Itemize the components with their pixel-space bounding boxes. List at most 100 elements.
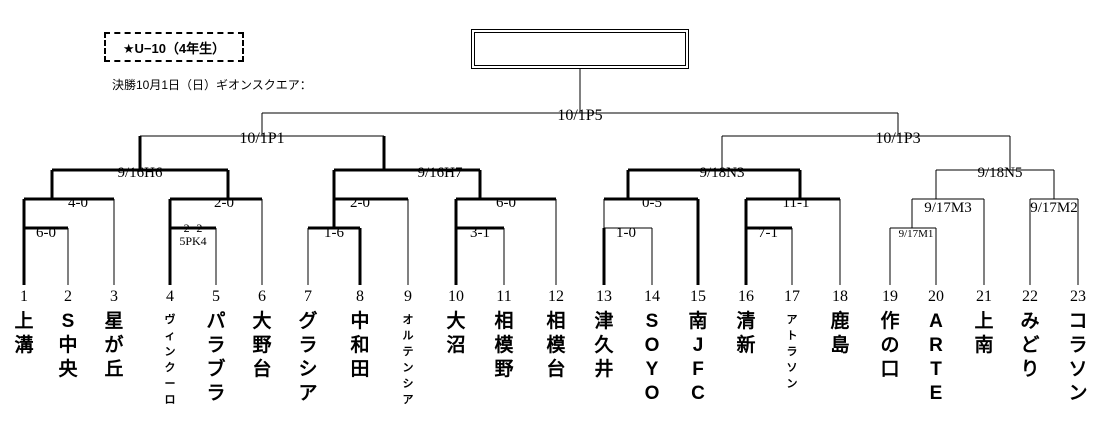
- team-name-char: 星: [104, 311, 124, 332]
- seed-number-3: 3: [110, 288, 118, 305]
- team-name-char: 久: [594, 335, 614, 356]
- team-name-char: ロ: [164, 394, 176, 406]
- team-name-char: ソ: [1068, 359, 1088, 380]
- team-name-char: ソ: [786, 362, 798, 374]
- match-label-n3: 9/18N3: [699, 165, 745, 181]
- seed-number-21: 21: [976, 288, 992, 305]
- team-name-22[interactable]: みどり: [1017, 310, 1043, 382]
- team-name-char: の: [880, 335, 900, 356]
- team-name-21[interactable]: 上南: [971, 310, 997, 358]
- score-4-vs-5: 2−2 5PK4: [179, 222, 206, 248]
- champion-box[interactable]: [471, 29, 689, 69]
- team-name-char: ど: [1020, 335, 1040, 356]
- team-name-17[interactable]: アトラソン: [784, 312, 800, 392]
- team-name-char: ア: [786, 314, 798, 326]
- score-4-vs-5-regulation: 2−2: [183, 221, 203, 235]
- team-name-4[interactable]: ヴィンクーロ: [162, 312, 178, 408]
- team-name-char: ア: [298, 383, 318, 404]
- team-name-13[interactable]: 津久井: [591, 310, 617, 382]
- team-name-char: 溝: [14, 335, 34, 356]
- score-16-vs-18: 11-1: [782, 195, 810, 211]
- team-name-18[interactable]: 鹿島: [827, 310, 853, 358]
- team-name-12[interactable]: 相模台: [543, 310, 569, 382]
- team-name-9[interactable]: オルテンシア: [400, 312, 416, 408]
- team-name-char: 津: [594, 311, 614, 332]
- team-name-7[interactable]: グラシア: [295, 310, 321, 406]
- team-name-char: O: [644, 383, 660, 404]
- team-name-23[interactable]: コラソン: [1065, 310, 1091, 406]
- team-name-char: 和: [350, 335, 370, 356]
- match-label-m2: 9/17M2: [1030, 200, 1078, 216]
- team-name-char: 台: [252, 359, 272, 380]
- team-name-char: ラ: [1068, 335, 1088, 356]
- final-date-venue-text: 決勝10月1日（日）ギオンスクエア：: [112, 78, 312, 92]
- team-name-char: 新: [736, 335, 756, 356]
- team-name-19[interactable]: 作の口: [877, 310, 903, 382]
- score-13-vs-14: 1-0: [616, 225, 636, 241]
- seed-number-20: 20: [928, 288, 944, 305]
- team-name-11[interactable]: 相模野: [491, 310, 517, 382]
- team-name-char: 井: [594, 359, 614, 380]
- team-name-8[interactable]: 中和田: [347, 310, 373, 382]
- seed-number-17: 17: [784, 288, 800, 305]
- seed-number-6: 6: [258, 288, 266, 305]
- team-name-char: R: [929, 335, 943, 356]
- match-label-m1: 9/17M1: [898, 228, 934, 240]
- team-name-char: 央: [58, 359, 78, 380]
- seed-number-4: 4: [166, 288, 174, 305]
- team-name-char: Y: [645, 359, 659, 380]
- team-name-char: テ: [402, 346, 414, 358]
- team-name-char: 上: [14, 311, 34, 332]
- score-16-vs-17: 7-1: [758, 225, 778, 241]
- team-name-char: ク: [164, 362, 176, 374]
- team-name-char: パ: [206, 311, 226, 332]
- team-name-char: 野: [252, 335, 272, 356]
- team-name-6[interactable]: 大野台: [249, 310, 275, 382]
- score-1-vs-2: 6-0: [36, 225, 56, 241]
- team-name-1[interactable]: 上溝: [11, 310, 37, 358]
- seed-number-23: 23: [1070, 288, 1086, 305]
- team-name-char: ラ: [206, 335, 226, 356]
- seed-number-14: 14: [644, 288, 660, 305]
- score-10-vs-11: 3-1: [470, 225, 490, 241]
- team-name-char: ラ: [206, 383, 226, 404]
- seed-number-18: 18: [832, 288, 848, 305]
- champion-box-inner: [474, 32, 686, 66]
- seed-number-1: 1: [20, 288, 28, 305]
- team-name-char: オ: [402, 314, 414, 326]
- team-name-char: コ: [1068, 311, 1088, 332]
- team-name-10[interactable]: 大沼: [443, 310, 469, 358]
- seed-number-12: 12: [548, 288, 564, 305]
- seed-number-11: 11: [496, 288, 512, 305]
- match-label-h7: 9/16H7: [417, 165, 463, 181]
- team-name-char: 中: [58, 335, 78, 356]
- seed-number-13: 13: [596, 288, 612, 305]
- team-name-char: ル: [402, 330, 414, 342]
- seed-number-10: 10: [448, 288, 464, 305]
- team-name-16[interactable]: 清新: [733, 310, 759, 358]
- team-name-char: C: [691, 383, 705, 404]
- seed-number-19: 19: [882, 288, 898, 305]
- score-1-vs-3: 4-0: [68, 195, 88, 211]
- team-name-char: A: [929, 311, 943, 332]
- team-name-3[interactable]: 星が丘: [101, 310, 127, 382]
- team-name-char: ン: [1068, 383, 1088, 404]
- team-name-char: 模: [494, 335, 514, 356]
- match-label-semi-left: 10/1P1: [239, 130, 285, 147]
- team-name-char: ィ: [164, 330, 176, 342]
- team-name-char: 上: [974, 311, 994, 332]
- team-name-5[interactable]: パラブラ: [203, 310, 229, 406]
- team-name-char: グ: [298, 311, 318, 332]
- team-name-char: 清: [736, 311, 756, 332]
- seed-number-22: 22: [1022, 288, 1038, 305]
- score-8-vs-9: 2-0: [350, 195, 370, 211]
- team-name-char: ラ: [298, 335, 318, 356]
- seed-number-16: 16: [738, 288, 754, 305]
- team-name-char: ー: [164, 378, 176, 390]
